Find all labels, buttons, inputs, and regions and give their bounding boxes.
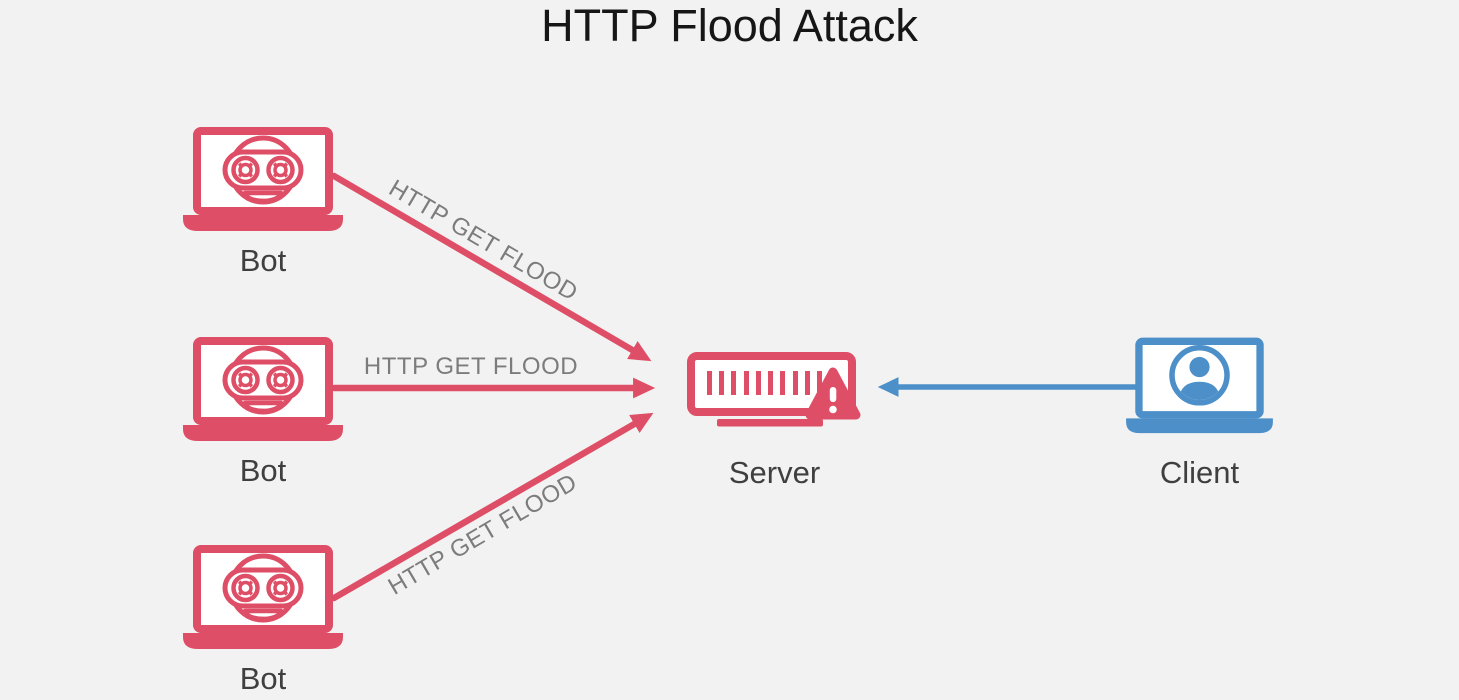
attack-arrow-top <box>330 172 652 362</box>
robot-laptop-icon <box>180 333 346 442</box>
bot-label: Bot <box>239 661 287 696</box>
bot-label: Bot <box>239 243 287 278</box>
robot-laptop-icon <box>180 541 346 650</box>
client-node: Client <box>1123 334 1276 490</box>
server-label: Server <box>728 455 821 490</box>
attack-arrow-bottom <box>330 412 654 602</box>
user-laptop-icon <box>1123 334 1276 434</box>
server-warning-icon <box>683 348 866 430</box>
server-node: Server <box>683 348 866 490</box>
client-label: Client <box>1159 455 1240 490</box>
bot-node-middle: Bot <box>180 333 346 488</box>
bot-node-top: Bot <box>180 123 346 278</box>
robot-laptop-icon <box>180 123 346 232</box>
bot-node-bottom: Bot <box>180 541 346 696</box>
edge-label-middle: HTTP GET FLOOD <box>363 353 579 380</box>
bot-label: Bot <box>239 453 287 488</box>
diagram-title: HTTP Flood Attack <box>541 0 918 51</box>
